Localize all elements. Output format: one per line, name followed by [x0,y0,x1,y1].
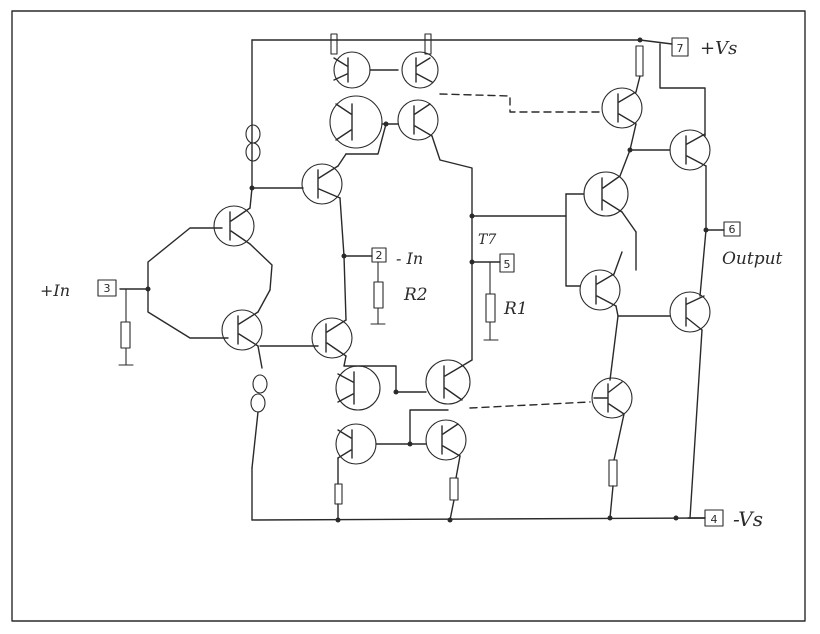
current-mirror-bottom [334,359,473,523]
label-r1: R1 [503,299,528,319]
label-neg-supply: -Vs [733,507,763,531]
input-plus-network [118,227,229,366]
pin-5-box [499,253,515,273]
transistor-q1 [213,187,273,291]
input-minus-network [341,247,387,325]
current-mirror-top [329,33,473,217]
negative-rail [251,467,706,521]
label-in-plus: +In [40,281,70,300]
resistor-r1 [485,293,496,323]
sheet-border [11,10,806,622]
pin-3-box [97,279,117,297]
pin-2-box [371,247,387,263]
label-r2: R2 [403,285,428,305]
diode-stack-lower [250,374,268,469]
transistor-q4 [311,255,353,367]
label-in-minus: - In [396,249,423,268]
label-output: Output [722,249,783,269]
label-t7: T7 [478,232,496,248]
pin-7-box [671,37,689,57]
pin-4-number: 4 [711,513,718,526]
label-pos-supply: +Vs [700,38,737,59]
transistor-q2 [221,289,271,369]
diode-stack-upper [245,124,304,191]
dashed-coupling-top [439,93,601,113]
dashed-coupling-bottom [469,401,591,409]
pin-2-number: 2 [376,249,383,262]
output-stage [565,37,741,521]
pin-6-number: 6 [729,223,736,236]
t7-network [469,213,567,361]
transistor-q3 [301,153,347,257]
pin-3-number: 3 [104,282,111,295]
pin-6-box [723,221,741,237]
pin-5-number: 5 [504,258,511,271]
resistor-r2 [373,281,384,309]
pin-7-number: 7 [677,42,684,55]
